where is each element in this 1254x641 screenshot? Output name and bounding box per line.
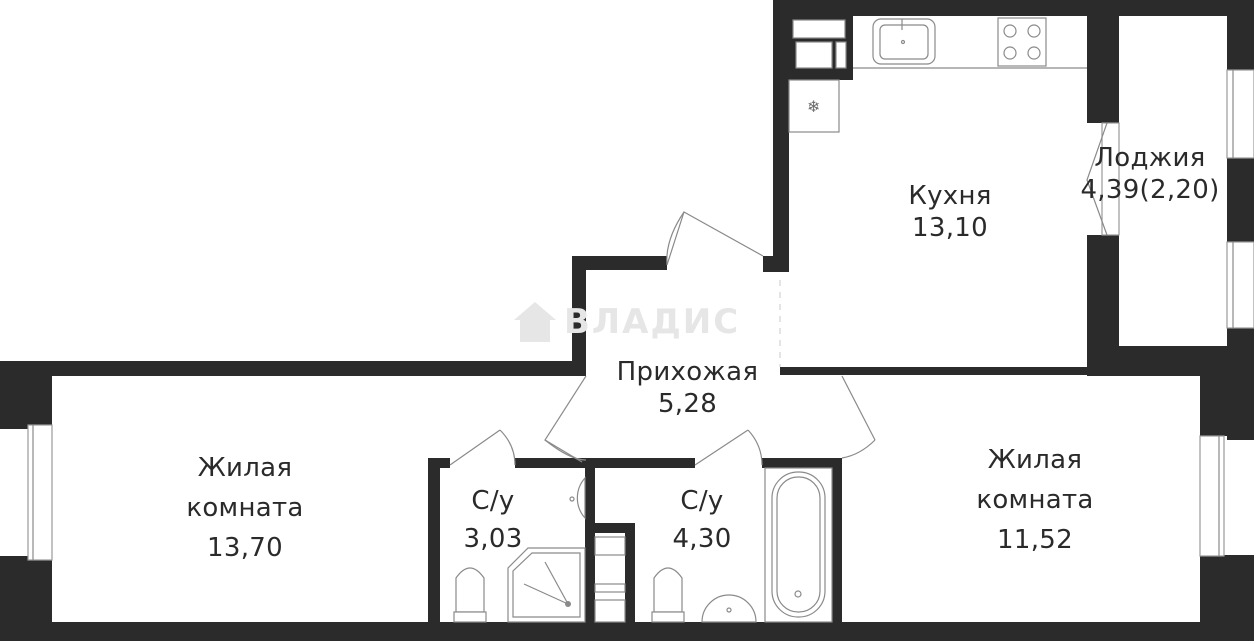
kitchen-counter	[792, 19, 1087, 69]
toilet-icon	[453, 567, 685, 623]
room-label-bath-small: С/у 3,03	[448, 482, 538, 558]
stove-icon	[997, 17, 1047, 67]
shaft	[594, 536, 626, 623]
room-area: 4,30	[672, 524, 732, 554]
room-area: 13,70	[207, 533, 283, 563]
room-name: Жилая	[197, 453, 293, 483]
room-label-kitchen: Кухня 13,10	[880, 180, 1020, 244]
room-label-living-right: Жилая комната 11,52	[945, 440, 1125, 560]
washbasin-icon	[569, 476, 586, 520]
room-name: Прихожая	[616, 357, 759, 387]
room-area: 13,10	[912, 213, 988, 243]
room-name-2: комната	[186, 493, 304, 523]
window-icon	[27, 69, 1254, 561]
washbasin-icon	[701, 594, 757, 623]
room-name: С/у	[680, 486, 724, 516]
room-area: 11,52	[997, 525, 1073, 555]
shower-icon	[507, 547, 586, 623]
sink-icon	[872, 18, 936, 65]
room-label-loggia: Лоджия 4,39(2,20)	[1060, 142, 1240, 206]
room-area: 3,03	[463, 524, 523, 554]
room-name: С/у	[471, 486, 515, 516]
house-icon	[514, 302, 556, 342]
fridge-icon: ❄	[788, 79, 840, 133]
room-name: Кухня	[908, 181, 992, 211]
watermark-text: ВЛАДИС	[564, 302, 741, 342]
room-name-2: комната	[976, 485, 1094, 515]
room-label-living-left: Жилая комната 13,70	[160, 448, 330, 568]
room-area: 4,39(2,20)	[1080, 175, 1220, 205]
room-label-bath-large: С/у 4,30	[657, 482, 747, 558]
bathtub-icon	[764, 467, 833, 623]
door-icon	[449, 122, 1108, 466]
room-area: 5,28	[657, 389, 718, 419]
watermark-logo: ВЛАДИС	[512, 300, 740, 344]
room-label-hallway: Прихожая 5,28	[585, 356, 790, 420]
room-name: Жилая	[987, 445, 1083, 475]
svg-text:❄: ❄	[807, 97, 820, 116]
room-name: Лоджия	[1094, 143, 1206, 173]
